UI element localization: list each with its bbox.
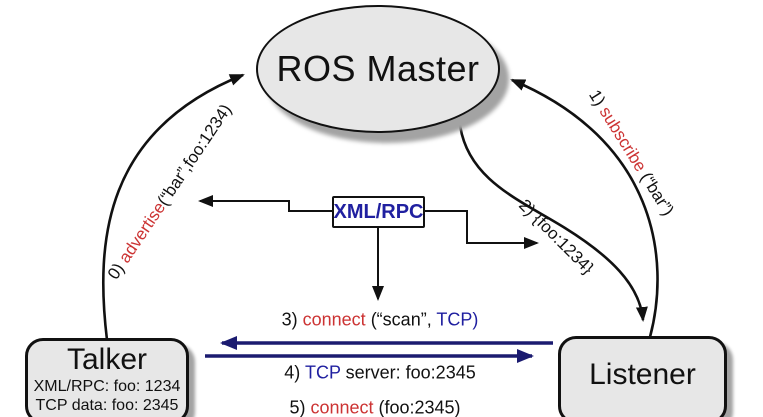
talker-node: Talker XML/RPC: foo: 1234 TCP data: foo:… xyxy=(25,338,189,417)
edge-label-tcp-server: 4) TCP server: foo:2345 xyxy=(284,362,476,383)
xmlrpc-label: XML/RPC xyxy=(333,200,424,223)
xmlrpc-left-connector-arrow xyxy=(198,195,332,212)
edge-label-connect-foo: 5) connect (foo:2345) xyxy=(289,397,461,417)
edge-label-connect-scan: 3) connect (“scan”, TCP) xyxy=(281,309,479,330)
listener-node: Listener xyxy=(558,336,727,417)
talker-xmlrpc-port: XML/RPC: foo: 1234 xyxy=(33,378,181,395)
subscribe-curve-arrow xyxy=(510,78,659,338)
advertise-curve-arrow xyxy=(102,73,245,341)
talker-title: Talker xyxy=(66,343,148,376)
ros-master-node: ROS Master xyxy=(256,5,500,133)
ros-master-label: ROS Master xyxy=(276,48,480,89)
response-curve-arrow xyxy=(458,124,648,322)
talker-tcp-port: TCP data: foo: 2345 xyxy=(35,397,179,414)
listener-title: Listener xyxy=(589,358,696,391)
xmlrpc-box: XML/RPC xyxy=(332,196,425,228)
xmlrpc-right-connector-arrow xyxy=(425,210,539,249)
